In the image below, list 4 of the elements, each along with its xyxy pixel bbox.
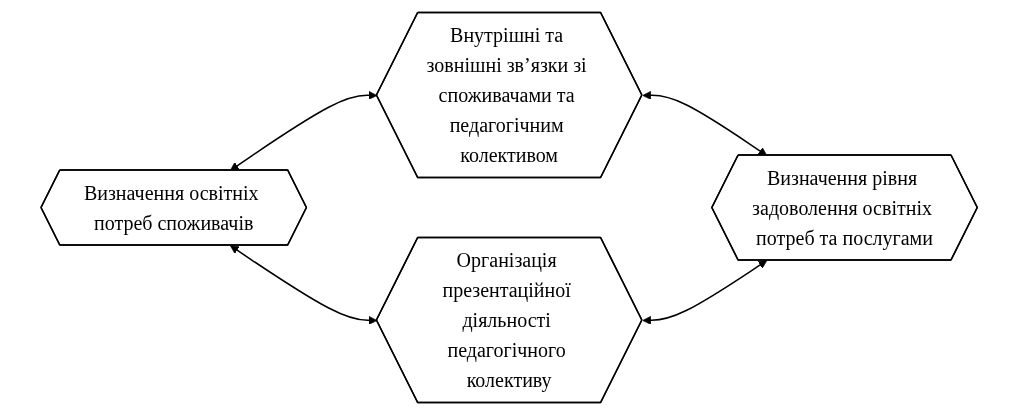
- arrow: [642, 91, 768, 156]
- arrow: [642, 260, 768, 325]
- arrow: [229, 245, 378, 325]
- arrow: [229, 91, 378, 171]
